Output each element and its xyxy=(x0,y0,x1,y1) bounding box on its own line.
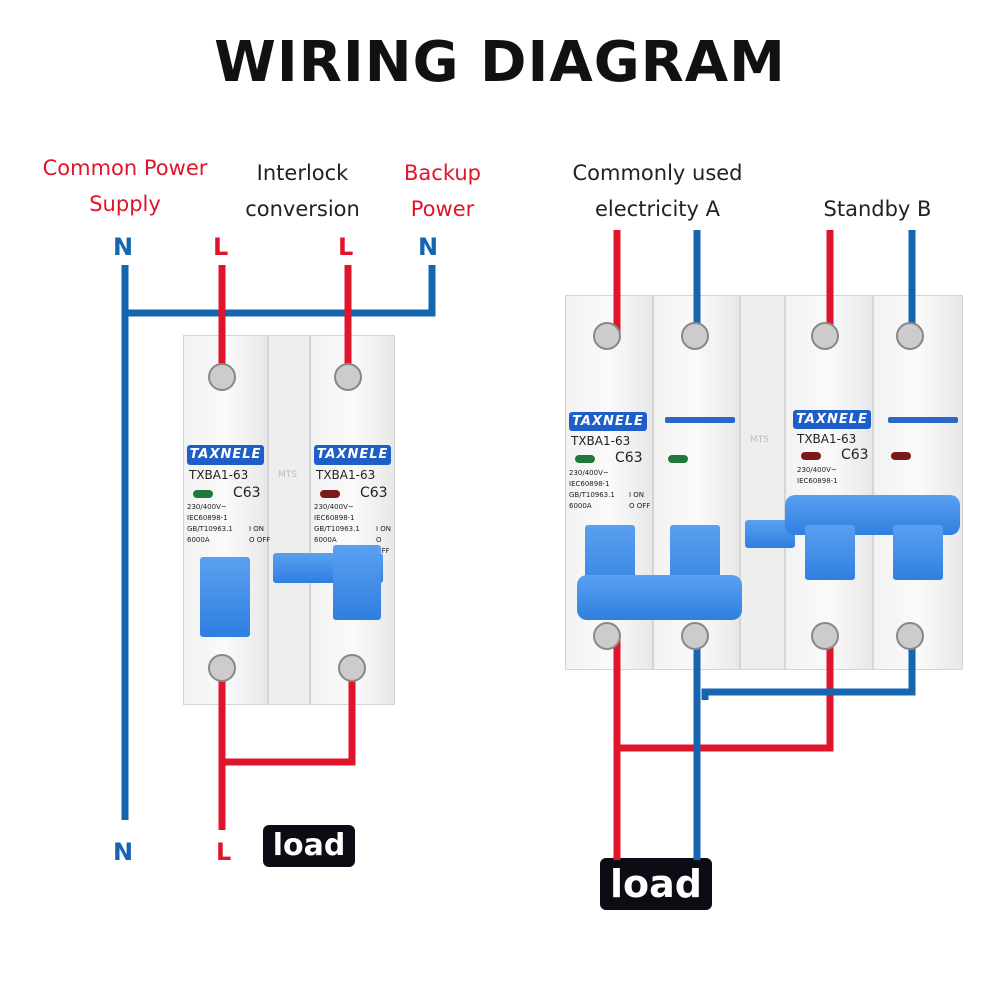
live-wire-in xyxy=(613,230,834,335)
label-interlock-conversion: Interlock conversion xyxy=(245,161,360,221)
terminal-l-out: L xyxy=(216,838,232,866)
spec: 230/400V~ xyxy=(569,469,609,477)
screw-terminal xyxy=(811,322,839,350)
spec: GB/T10963.1 xyxy=(314,525,360,533)
breaker-module xyxy=(183,335,268,705)
mts-module xyxy=(740,295,785,670)
spec: IEC60898-1 xyxy=(569,480,610,488)
breaker-handle[interactable] xyxy=(805,525,855,580)
screw-terminal xyxy=(593,322,621,350)
live-wire-in xyxy=(218,265,352,378)
status-led xyxy=(801,452,821,460)
screw-terminal xyxy=(334,363,362,391)
on-label: I ON xyxy=(629,491,645,499)
spec: IEC60898-1 xyxy=(187,514,228,522)
off-label: O OFF xyxy=(376,536,390,555)
breaker-module xyxy=(873,295,963,670)
model-label: TXBA1-63 xyxy=(797,432,857,446)
brand-logo: TAXNELE xyxy=(569,412,647,431)
screw-terminal xyxy=(811,622,839,650)
model-label: TXBA1-63 xyxy=(189,468,249,482)
terminal-l: L xyxy=(338,233,354,261)
rating-label: C63 xyxy=(841,447,869,463)
label-commonly-used-a: Commonly used electricity A xyxy=(572,161,743,221)
left-breaker-assembly: TAXNELE TXBA1-63 C63 230/400V~ IEC60898-1… xyxy=(183,335,395,705)
spec: GB/T10963.1 xyxy=(187,525,233,533)
neutral-wire-in xyxy=(693,230,916,335)
rating-label: C63 xyxy=(615,450,643,466)
neutral-wire-out xyxy=(693,635,916,860)
load-label: load xyxy=(600,858,712,910)
status-led xyxy=(193,490,213,498)
live-wire-out xyxy=(218,668,356,830)
breaker-handle[interactable] xyxy=(333,545,381,620)
rating-label: C63 xyxy=(233,485,261,501)
terminal-l: L xyxy=(213,233,229,261)
spec: IEC60898-1 xyxy=(314,514,355,522)
status-led xyxy=(575,455,595,463)
spec: 6000A xyxy=(569,502,592,510)
off-label: O OFF xyxy=(629,502,651,510)
off-label: O OFF xyxy=(249,536,271,544)
on-label: I ON xyxy=(376,525,392,533)
brand-logo: TAXNELE xyxy=(793,410,871,429)
live-wire-out xyxy=(613,635,834,860)
spec: GB/T10963.1 xyxy=(569,491,615,499)
spec-text: 230/400V~ IEC60898-1 xyxy=(797,465,838,487)
spec: 230/400V~ xyxy=(187,503,227,511)
page-title: WIRING DIAGRAM xyxy=(214,30,786,95)
interlock-bar[interactable] xyxy=(577,575,742,620)
breaker-handle[interactable] xyxy=(200,557,250,637)
status-led xyxy=(668,455,688,463)
mts-label: MTS xyxy=(750,435,769,445)
breaker-module xyxy=(785,295,873,670)
mts-label: MTS xyxy=(278,470,297,480)
screw-terminal xyxy=(338,654,366,682)
mts-module xyxy=(268,335,310,705)
status-led xyxy=(320,490,340,498)
spec: 6000A xyxy=(187,536,210,544)
on-off-text: I ON O OFF xyxy=(629,490,650,512)
spec: 230/400V~ xyxy=(314,503,354,511)
spec: 230/400V~ xyxy=(797,466,837,474)
screw-terminal xyxy=(208,363,236,391)
spec: 6000A xyxy=(314,536,337,544)
terminal-n: N xyxy=(113,233,134,261)
brand-logo: TAXNELE xyxy=(187,445,264,465)
terminal-n: N xyxy=(418,233,439,261)
spec: IEC60898-1 xyxy=(797,477,838,485)
breaker-module xyxy=(310,335,395,705)
model-label: TXBA1-63 xyxy=(316,468,376,482)
model-label: TXBA1-63 xyxy=(571,434,631,448)
rating-label: C63 xyxy=(360,485,388,501)
screw-terminal xyxy=(593,622,621,650)
brand-logo: TAXNELE xyxy=(314,445,391,465)
module-bar xyxy=(665,417,735,423)
label-common-power-supply: Common Power Supply xyxy=(42,156,208,216)
module-bar xyxy=(888,417,958,423)
right-breaker-assembly: TAXNELE TXBA1-63 C63 230/400V~ IEC60898-1… xyxy=(565,295,975,670)
terminal-n-out: N xyxy=(113,838,134,866)
label-backup-power: Backup Power xyxy=(404,161,481,221)
load-label: load xyxy=(263,825,355,867)
on-label: I ON xyxy=(249,525,265,533)
on-off-text: I ON O OFF xyxy=(249,524,270,546)
breaker-handle[interactable] xyxy=(893,525,943,580)
screw-terminal xyxy=(681,322,709,350)
screw-terminal xyxy=(896,622,924,650)
screw-terminal xyxy=(896,322,924,350)
neutral-wire xyxy=(121,265,436,820)
label-standby-b: Standby B xyxy=(823,197,932,221)
screw-terminal xyxy=(681,622,709,650)
status-led xyxy=(891,452,911,460)
on-off-text: I ON O OFF xyxy=(376,524,395,557)
screw-terminal xyxy=(208,654,236,682)
